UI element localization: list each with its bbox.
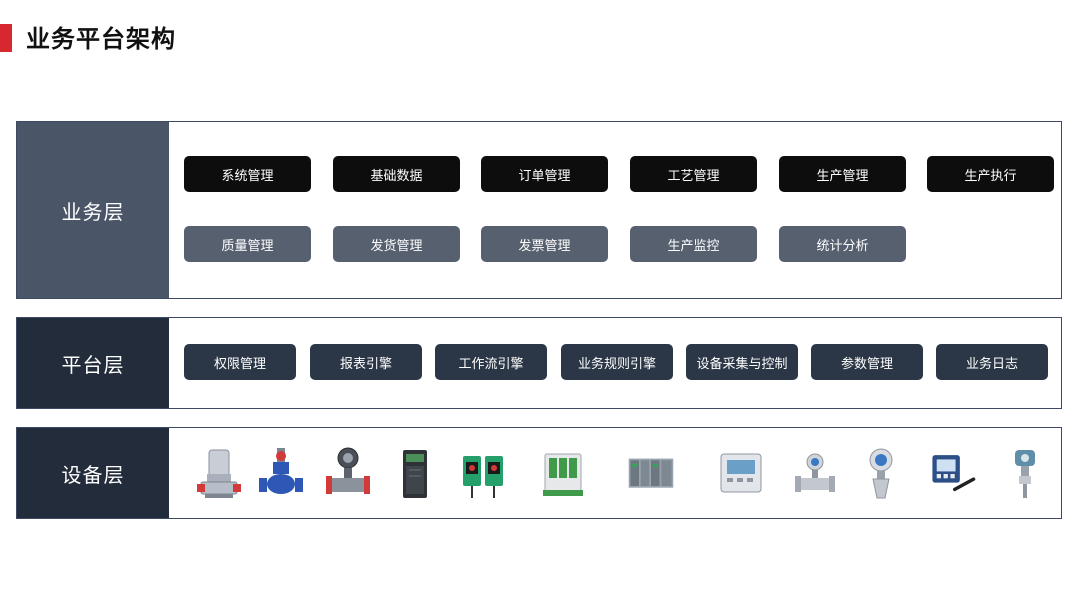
business-layer: 业务层 系统管理 基础数据 订单管理 工艺管理 生产管理 生产执行 质量管理 发… <box>16 121 1062 299</box>
platform-layer: 平台层 权限管理 报表引擎 工作流引擎 业务规则引擎 设备采集与控制 参数管理 … <box>16 317 1062 409</box>
module-report-engine[interactable]: 报表引擎 <box>310 344 422 380</box>
pressure-transmitter-icon <box>1015 450 1035 498</box>
platform-layer-label: 平台层 <box>17 318 169 408</box>
business-layer-label: 业务层 <box>17 122 169 298</box>
device-layer: 设备层 <box>16 427 1062 519</box>
module-permission-management[interactable]: 权限管理 <box>184 344 296 380</box>
inverter-icon <box>403 450 427 498</box>
analyzer-icon <box>932 455 976 492</box>
flowmeter-icon <box>326 447 370 494</box>
module-device-acquisition-control[interactable]: 设备采集与控制 <box>686 344 798 380</box>
module-business-log[interactable]: 业务日志 <box>936 344 1048 380</box>
module-shipping-management[interactable]: 发货管理 <box>333 226 460 262</box>
module-parameter-management[interactable]: 参数管理 <box>811 344 923 380</box>
module-base-data[interactable]: 基础数据 <box>333 156 460 192</box>
level-transmitter-icon <box>869 448 893 499</box>
module-system-management[interactable]: 系统管理 <box>184 156 311 192</box>
relay-module-icon <box>543 453 583 496</box>
module-statistical-analysis[interactable]: 统计分析 <box>779 226 906 262</box>
module-business-rule-engine[interactable]: 业务规则引擎 <box>561 344 673 380</box>
module-production-management[interactable]: 生产管理 <box>779 156 906 192</box>
device-layer-body <box>169 428 1061 518</box>
title-accent-bar <box>0 24 12 52</box>
device-layer-label: 设备层 <box>17 428 169 518</box>
plc-module-icon <box>628 458 674 488</box>
module-quality-management[interactable]: 质量管理 <box>184 226 311 262</box>
module-production-monitoring[interactable]: 生产监控 <box>630 226 757 262</box>
module-production-execution[interactable]: 生产执行 <box>927 156 1054 192</box>
photoelectric-sensor-icon <box>463 456 503 498</box>
electromagnetic-flowmeter-icon <box>795 453 835 492</box>
page-title: 业务平台架构 <box>26 25 176 53</box>
pump-icon <box>197 449 241 498</box>
platform-layer-body: 权限管理 报表引擎 工作流引擎 业务规则引擎 设备采集与控制 参数管理 业务日志 <box>169 318 1061 408</box>
valve-icon <box>259 448 303 494</box>
module-workflow-engine[interactable]: 工作流引擎 <box>435 344 547 380</box>
meter-panel-icon <box>720 453 762 493</box>
module-order-management[interactable]: 订单管理 <box>481 156 608 192</box>
module-invoice-management[interactable]: 发票管理 <box>481 226 608 262</box>
module-process-management[interactable]: 工艺管理 <box>630 156 757 192</box>
business-layer-body: 系统管理 基础数据 订单管理 工艺管理 生产管理 生产执行 质量管理 发货管理 … <box>169 122 1061 298</box>
